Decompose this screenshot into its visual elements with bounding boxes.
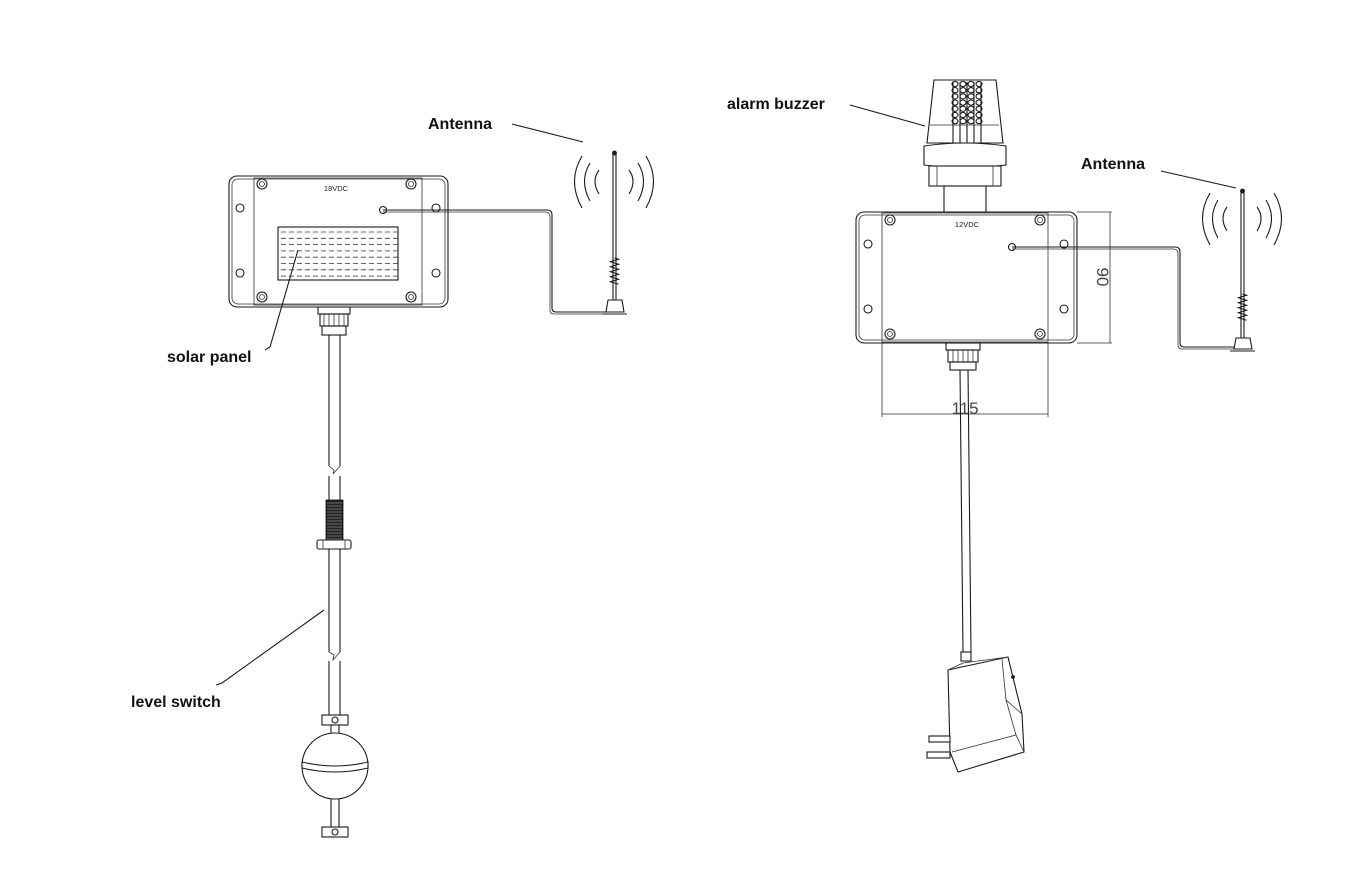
level-switch-leader [215, 609, 325, 686]
plug-prong-bottom [926, 751, 951, 759]
right-antenna-leader [1160, 170, 1237, 189]
left-antenna-cable [383, 209, 609, 313]
dimension-height-label: 90 [1093, 268, 1112, 287]
hex-nut [316, 539, 352, 550]
solar-panel-leader [264, 249, 299, 351]
right-signal-waves [1201, 192, 1283, 246]
right-enclosure: 12VDC [855, 211, 1078, 344]
right-antenna [1201, 188, 1283, 352]
right-voltage-label: 12VDC [955, 220, 980, 229]
right-antenna-label: Antenna [1081, 156, 1145, 173]
left-signal-waves [573, 155, 655, 209]
left-device: 18VDC [131, 116, 655, 838]
alarm-buzzer-leader [849, 104, 926, 127]
dimension-width-label: 115 [951, 399, 978, 418]
solar-panel-label: solar panel [167, 349, 251, 366]
power-cable [959, 369, 964, 653]
solar-panel [277, 226, 399, 281]
alarm-buzzer [923, 79, 1007, 213]
level-switch [301, 335, 369, 838]
left-cable-gland [317, 306, 351, 336]
alarm-buzzer-label: alarm buzzer [727, 96, 825, 113]
right-device: 12VDC 90 115 [727, 79, 1283, 773]
level-switch-label: level switch [131, 694, 221, 711]
right-antenna-cable [1012, 246, 1238, 348]
left-voltage-label: 18VDC [324, 184, 349, 193]
left-antenna-leader [511, 123, 584, 143]
left-antenna [573, 150, 655, 315]
plug-prong-top [928, 735, 951, 743]
right-cable-gland [945, 342, 981, 371]
left-antenna-label: Antenna [428, 116, 492, 133]
dimension-annotations: 90 115 [881, 211, 1112, 418]
power-adapter [926, 651, 1025, 773]
